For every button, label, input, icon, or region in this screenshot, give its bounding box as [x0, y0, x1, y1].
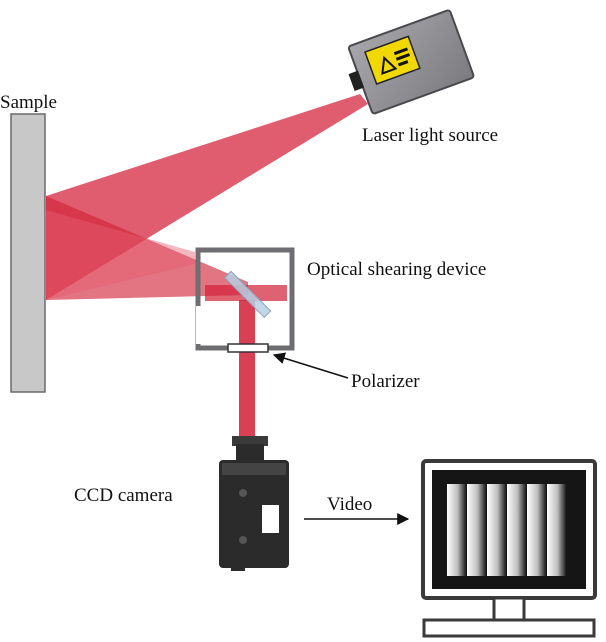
laser-light-source: Laser light source [347, 9, 498, 146]
laser-aperture [348, 70, 365, 91]
fringe-stripe [447, 484, 466, 576]
fringe-stripe [547, 484, 566, 576]
device-window [196, 306, 202, 344]
ccd-camera: CCD camera [74, 436, 289, 571]
video-signal: Video [304, 494, 410, 525]
sample-plate [10, 113, 46, 393]
fringe-stripe [487, 484, 506, 576]
camera-display [262, 505, 279, 533]
camera-lens-mount [232, 436, 268, 446]
interference-fringes [447, 484, 566, 576]
camera-body [219, 460, 289, 568]
monitor-neck [492, 596, 526, 622]
beam-splitter [223, 270, 272, 319]
video-label: Video [327, 494, 372, 515]
shearing-label: Optical shearing device [307, 259, 486, 280]
camera-base [231, 566, 245, 571]
scattered-beam-upper [46, 210, 195, 300]
camera-screw-icon [239, 536, 247, 544]
polarizer-label: Polarizer [351, 371, 420, 392]
laser-warning-icon [364, 35, 421, 86]
camera-lens [236, 444, 264, 462]
laser-label: Laser light source [362, 125, 498, 146]
polarizer-pointer-arrow [272, 352, 349, 379]
vertical-beam [239, 300, 255, 442]
polarizer-plate [227, 343, 269, 353]
fringe-stripe [467, 484, 486, 576]
camera-screw-icon [239, 489, 247, 497]
polarizer: Polarizer [227, 343, 420, 392]
fringe-stripe [507, 484, 526, 576]
camera-top-panel [222, 463, 286, 475]
monitor [421, 459, 597, 638]
fringe-stripe [527, 484, 546, 576]
monitor-stand [422, 618, 596, 638]
camera-label: CCD camera [74, 485, 173, 506]
sample-label: Sample [0, 92, 57, 113]
sample: Sample [0, 92, 57, 393]
